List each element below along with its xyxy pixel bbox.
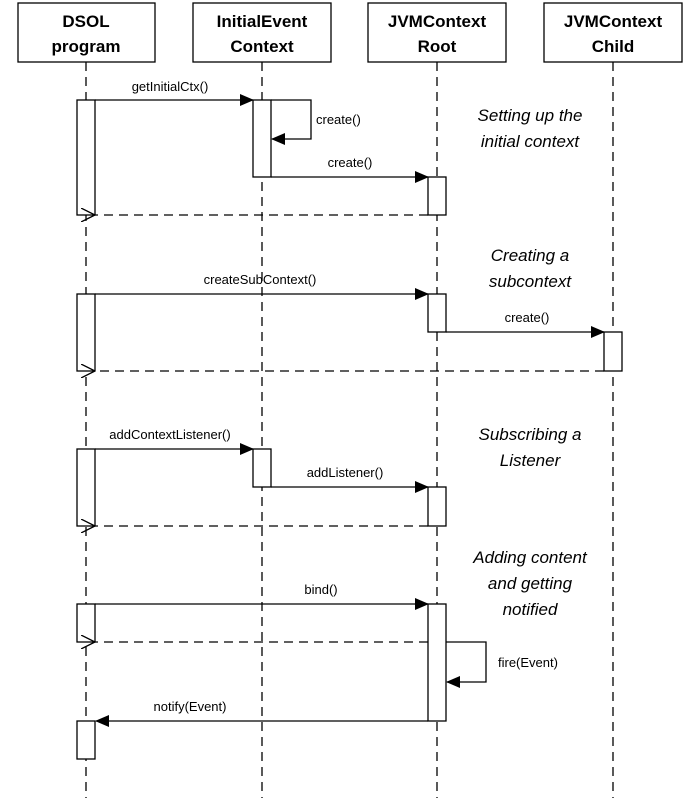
note-setup-line2: initial context xyxy=(481,132,581,151)
note-content-line1: Adding content xyxy=(472,548,588,567)
note-subcontext-line1: Creating a xyxy=(491,246,569,265)
message-label-fire-event: fire(Event) xyxy=(498,655,558,670)
note-subscribe-line2: Listener xyxy=(500,451,562,470)
message-label-notify-event: notify(Event) xyxy=(154,699,227,714)
message-arrow-self-create xyxy=(271,99,312,145)
activation-bar xyxy=(76,720,96,760)
note-content-line2: and getting xyxy=(488,574,573,593)
message-label-create-child: create() xyxy=(505,310,550,325)
lifeline-header-dsol-program: DSOL program xyxy=(17,2,156,63)
lifeline-title-line2: Context xyxy=(230,37,294,56)
message-label-add-context-listener: addContextListener() xyxy=(109,427,230,442)
activation-bar xyxy=(427,486,447,527)
lifeline-title-line1: InitialEvent xyxy=(217,12,308,31)
activation-bar xyxy=(427,176,447,216)
message-arrow-fire-event xyxy=(446,641,487,688)
lifeline-title-line2: Root xyxy=(418,37,457,56)
activation-bar xyxy=(76,448,96,527)
lifeline-header-jvm-context-child: JVMContext Child xyxy=(543,2,683,63)
lifeline-title-line1: JVMContext xyxy=(388,12,487,31)
activation-bar xyxy=(603,331,623,372)
lifeline-title-line1: DSOL xyxy=(62,12,109,31)
note-subcontext-line2: subcontext xyxy=(489,272,572,291)
lifeline-title-line1: JVMContext xyxy=(564,12,663,31)
lifeline-header-initial-event-context: InitialEvent Context xyxy=(192,2,332,63)
note-content-line3: notified xyxy=(503,600,558,619)
message-label-bind: bind() xyxy=(304,582,337,597)
lifeline-title-line2: Child xyxy=(592,37,635,56)
activation-bar xyxy=(252,448,272,488)
lifeline-header-jvm-context-root: JVMContext Root xyxy=(367,2,507,63)
note-setup-line1: Setting up the xyxy=(478,106,583,125)
lifeline-title-line2: program xyxy=(52,37,121,56)
activation-bar xyxy=(427,603,447,722)
message-label-add-listener: addListener() xyxy=(307,465,384,480)
activation-bar xyxy=(76,99,96,216)
note-subscribe-line1: Subscribing a xyxy=(478,425,581,444)
message-label-self-create: create() xyxy=(316,112,361,127)
activation-bar xyxy=(76,293,96,372)
message-label-create-root: create() xyxy=(328,155,373,170)
activation-bar xyxy=(427,293,447,333)
activation-bar xyxy=(76,603,96,643)
activation-bar xyxy=(252,99,272,178)
message-label-create-sub-context: createSubContext() xyxy=(204,272,317,287)
message-label-get-initial-ctx: getInitialCtx() xyxy=(132,79,209,94)
